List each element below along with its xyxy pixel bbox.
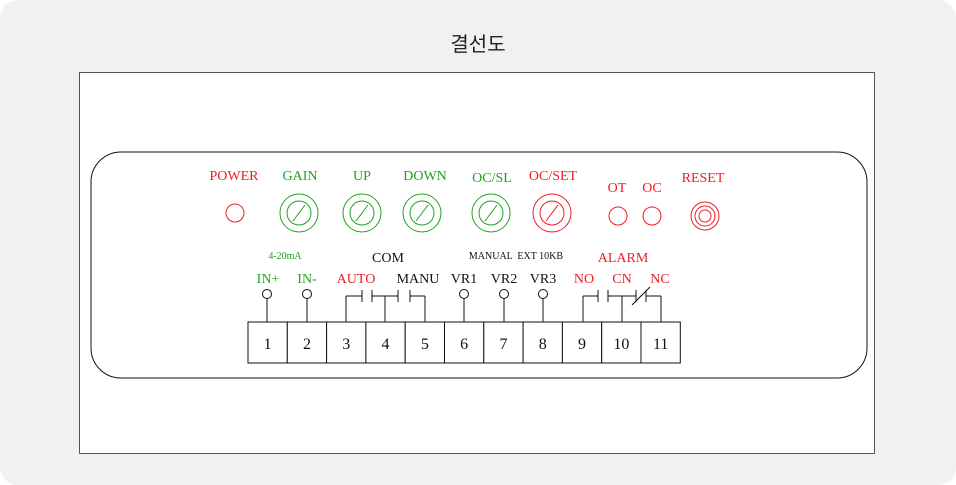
terminal-cell bbox=[483, 321, 524, 364]
down-potentiometer-icon bbox=[402, 193, 442, 233]
terminal-number: 4 bbox=[382, 336, 390, 353]
terminal-number: 11 bbox=[653, 336, 668, 353]
label-power: POWER bbox=[210, 169, 260, 184]
terminal-number: 10 bbox=[613, 336, 629, 353]
device-panel bbox=[90, 151, 868, 379]
in-plus-test-point-icon bbox=[262, 289, 272, 322]
terminal-number: 5 bbox=[421, 336, 429, 353]
label-reset: RESET bbox=[682, 171, 725, 186]
ocsl-potentiometer-icon bbox=[471, 193, 511, 233]
in-minus-test-point-icon bbox=[302, 289, 312, 322]
terminal-cell bbox=[522, 321, 563, 364]
group-label-manual: MANUAL EXT 10KB bbox=[469, 251, 563, 262]
oc-lamp-icon bbox=[642, 206, 662, 226]
terminal-number: 3 bbox=[342, 336, 350, 353]
terminal-label-auto: AUTO bbox=[337, 272, 376, 287]
terminal-label-in-plus: IN+ bbox=[257, 272, 280, 287]
vr3-test-point-icon bbox=[538, 289, 548, 322]
label-up: UP bbox=[353, 169, 371, 184]
ocset-potentiometer-icon bbox=[532, 193, 572, 233]
terminal-number: 6 bbox=[460, 336, 468, 353]
terminal-cell bbox=[365, 321, 406, 364]
terminal-cell bbox=[247, 321, 288, 364]
terminal-label-nc: NC bbox=[650, 272, 669, 287]
terminal-number: 9 bbox=[578, 336, 586, 353]
terminal-label-vr2: VR2 bbox=[491, 272, 517, 287]
terminal-label-vr1: VR1 bbox=[451, 272, 477, 287]
label-down: DOWN bbox=[403, 169, 447, 184]
com-switch-contacts-icon bbox=[345, 290, 426, 322]
ot-lamp-icon bbox=[608, 206, 628, 226]
terminal-label-no: NO bbox=[574, 272, 594, 287]
terminal-number: 7 bbox=[499, 336, 507, 353]
terminal-cell bbox=[286, 321, 328, 364]
power-lamp-icon bbox=[225, 203, 245, 223]
terminal-label-in-minus: IN- bbox=[297, 272, 317, 287]
vr2-test-point-icon bbox=[499, 289, 509, 322]
label-gain: GAIN bbox=[283, 169, 318, 184]
vr1-test-point-icon bbox=[459, 289, 469, 322]
gain-potentiometer-icon bbox=[279, 193, 319, 233]
reset-button-icon bbox=[690, 201, 720, 231]
terminal-number: 8 bbox=[539, 336, 547, 353]
group-label-com: COM bbox=[372, 251, 404, 266]
label-ocsl: OC/SL bbox=[472, 171, 512, 186]
terminal-label-vr3: VR3 bbox=[530, 272, 556, 287]
group-label-alarm: ALARM bbox=[598, 251, 649, 266]
terminal-block: 1 2 3 4 5 6 7 8 9 10 11 bbox=[247, 321, 681, 364]
group-label-analog: 4-20mA bbox=[268, 251, 302, 262]
label-oc: OC bbox=[642, 181, 661, 196]
label-ot: OT bbox=[608, 181, 627, 196]
diagram-frame bbox=[79, 72, 875, 454]
up-potentiometer-icon bbox=[342, 193, 382, 233]
terminal-label-cn: CN bbox=[612, 272, 631, 287]
terminal-number: 2 bbox=[303, 336, 311, 353]
terminal-cell bbox=[640, 321, 681, 364]
page-title: 결선도 bbox=[450, 32, 506, 56]
terminal-label-manu: MANU bbox=[397, 272, 440, 287]
alarm-relay-contacts-icon bbox=[582, 286, 662, 322]
terminal-cell bbox=[326, 321, 367, 364]
label-ocset: OC/SET bbox=[529, 169, 578, 184]
terminal-number: 1 bbox=[264, 336, 272, 353]
